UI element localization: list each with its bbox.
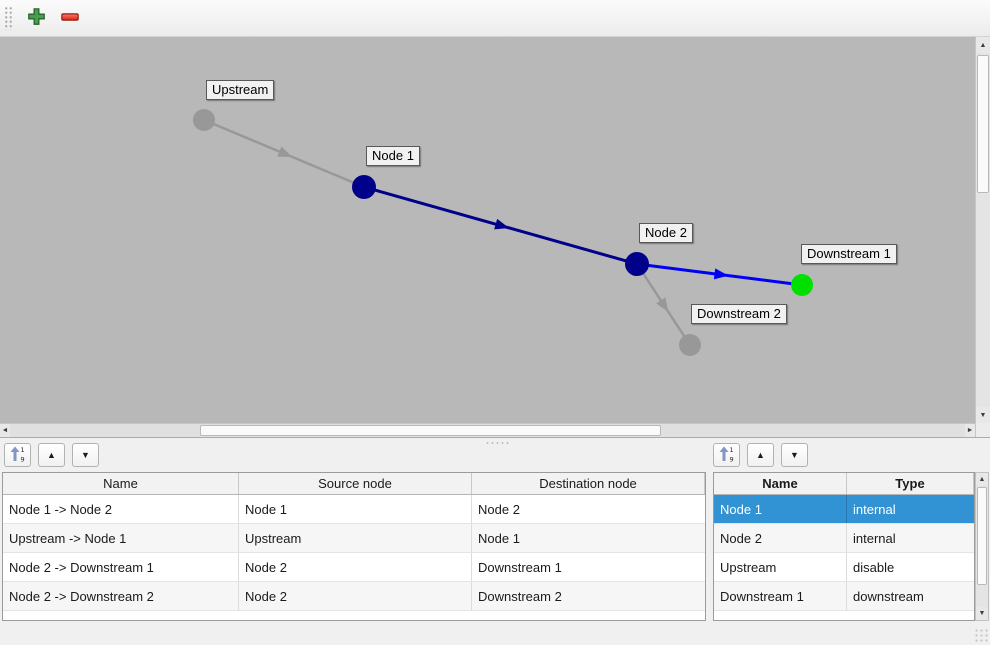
table-cell: Node 2 bbox=[239, 553, 472, 581]
svg-text:1: 1 bbox=[730, 446, 734, 454]
table-cell: internal bbox=[853, 501, 896, 517]
splitter-handle-icon[interactable] bbox=[485, 441, 511, 445]
up-triangle-icon: ▲ bbox=[47, 450, 56, 460]
table-cell: Node 1 bbox=[239, 495, 472, 523]
scroll-right-icon[interactable]: ► bbox=[965, 424, 975, 437]
node-table-scrollbar[interactable]: ▲ ▼ bbox=[975, 472, 989, 621]
toolbar-drag-handle[interactable] bbox=[4, 6, 13, 30]
node-label[interactable]: Downstream 1 bbox=[801, 244, 897, 264]
add-button[interactable] bbox=[21, 3, 51, 33]
table-cell: Node 2 -> Downstream 1 bbox=[3, 553, 239, 581]
table-cell: Upstream -> Node 1 bbox=[3, 524, 239, 552]
graph-node[interactable] bbox=[791, 274, 813, 296]
node-label[interactable]: Upstream bbox=[206, 80, 275, 100]
graph-node[interactable] bbox=[679, 334, 701, 356]
column-header-name[interactable]: Name bbox=[3, 473, 239, 494]
remove-button[interactable] bbox=[55, 3, 85, 33]
down-triangle-icon: ▼ bbox=[81, 450, 90, 460]
table-cell: Node 2 -> Downstream 2 bbox=[3, 582, 239, 610]
column-header-name[interactable]: Name bbox=[714, 473, 847, 494]
sort-ascending-icon: 1 9 bbox=[10, 446, 25, 464]
table-cell: Node 1 bbox=[714, 495, 847, 523]
column-header-destination-node[interactable]: Destination node bbox=[472, 473, 705, 494]
table-cell: Downstream 2 bbox=[478, 588, 562, 604]
graph-node[interactable] bbox=[352, 175, 376, 199]
move-edge-down-button[interactable]: ▼ bbox=[72, 443, 99, 467]
sort-nodes-button[interactable]: 1 9 bbox=[713, 443, 740, 467]
scroll-up-icon[interactable]: ▲ bbox=[976, 37, 990, 53]
column-header-source-node[interactable]: Source node bbox=[239, 473, 472, 494]
edge-arrow-icon bbox=[656, 297, 669, 313]
table-row[interactable]: Upstream disable bbox=[714, 553, 974, 582]
scroll-down-icon[interactable]: ▼ bbox=[976, 407, 990, 423]
table-cell: Node 1 bbox=[478, 530, 520, 546]
table-row[interactable]: Downstream 1 downstream bbox=[714, 582, 974, 611]
up-triangle-icon: ▲ bbox=[756, 450, 765, 460]
down-triangle-icon: ▼ bbox=[790, 450, 799, 460]
window-resize-grip-icon[interactable] bbox=[974, 628, 988, 643]
edge-arrow-icon bbox=[277, 146, 293, 157]
table-cell: disable bbox=[853, 559, 895, 575]
scroll-left-icon[interactable]: ◄ bbox=[0, 424, 10, 437]
table-cell: Upstream bbox=[714, 553, 847, 581]
svg-text:9: 9 bbox=[21, 456, 25, 463]
move-edge-up-button[interactable]: ▲ bbox=[38, 443, 65, 467]
edge-arrow-icon bbox=[713, 268, 729, 280]
scroll-down-icon[interactable]: ▼ bbox=[976, 607, 988, 620]
table-row[interactable]: Node 2 internal bbox=[714, 524, 974, 553]
column-header-type[interactable]: Type bbox=[847, 473, 974, 494]
table-cell: Node 1 -> Node 2 bbox=[3, 495, 239, 523]
node-table-scrollbar-thumb[interactable] bbox=[977, 487, 987, 585]
table-row[interactable]: Node 1 internal bbox=[714, 495, 974, 524]
pane-splitter[interactable] bbox=[0, 437, 990, 447]
node-panel-toolbar: 1 9 ▲ ▼ bbox=[713, 443, 808, 467]
table-cell: Node 2 bbox=[239, 582, 472, 610]
canvas-vertical-scrollbar[interactable]: ▲ ▼ bbox=[975, 37, 990, 423]
node-label[interactable]: Downstream 2 bbox=[691, 304, 787, 324]
sort-edges-button[interactable]: 1 9 bbox=[4, 443, 31, 467]
table-cell: Downstream 1 bbox=[714, 582, 847, 610]
sort-ascending-icon: 1 9 bbox=[719, 446, 734, 464]
table-cell: internal bbox=[853, 530, 896, 546]
horizontal-scrollbar-thumb[interactable] bbox=[200, 425, 661, 436]
table-cell: downstream bbox=[853, 588, 924, 604]
scrollbar-corner bbox=[975, 423, 990, 437]
table-cell: Upstream bbox=[239, 524, 472, 552]
scroll-up-icon[interactable]: ▲ bbox=[976, 473, 988, 486]
canvas-horizontal-scrollbar[interactable]: ◄ ► bbox=[0, 423, 975, 437]
node-label[interactable]: Node 2 bbox=[639, 223, 693, 243]
graph-svg bbox=[193, 109, 813, 356]
move-node-down-button[interactable]: ▼ bbox=[781, 443, 808, 467]
node-label[interactable]: Node 1 bbox=[366, 146, 420, 166]
graph-node[interactable] bbox=[193, 109, 215, 131]
plus-icon bbox=[27, 7, 46, 29]
graph-node[interactable] bbox=[625, 252, 649, 276]
table-cell: Node 2 bbox=[478, 501, 520, 517]
edge-arrow-icon bbox=[494, 218, 510, 230]
move-node-up-button[interactable]: ▲ bbox=[747, 443, 774, 467]
edge-panel-toolbar: 1 9 ▲ ▼ bbox=[4, 443, 99, 467]
minus-icon bbox=[60, 7, 80, 30]
table-cell: Downstream 1 bbox=[478, 559, 562, 575]
table-cell: Node 2 bbox=[714, 524, 847, 552]
vertical-scrollbar-thumb[interactable] bbox=[977, 55, 989, 193]
main-toolbar bbox=[0, 0, 990, 37]
svg-text:1: 1 bbox=[21, 446, 25, 454]
svg-text:9: 9 bbox=[730, 456, 734, 463]
